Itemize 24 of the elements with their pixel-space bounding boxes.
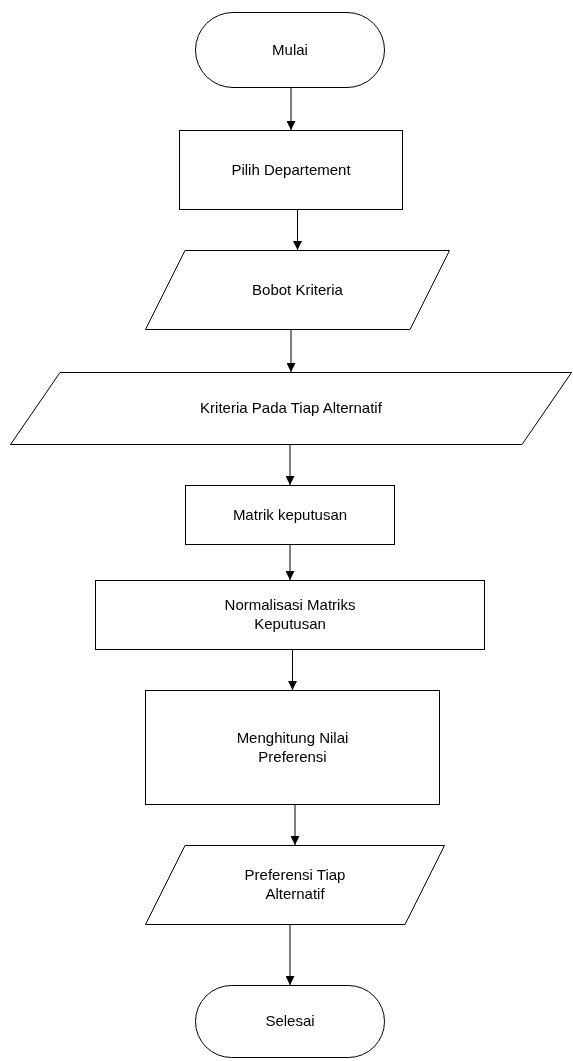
node-label: Pilih Departement [231,160,351,180]
node-label: Selesai [265,1012,315,1031]
node-label: Kriteria Pada Tiap Alternatif [200,399,382,418]
input-output-parallelogram [145,845,445,925]
arrow [285,544,295,581]
arrow [288,649,297,691]
input-output-parallelogram [145,250,450,330]
node-label: Preferensi Tiap Alternatif [243,866,347,904]
process-box [145,690,440,805]
node-label: Matrik keputusan [232,505,348,525]
process-box [185,485,395,545]
process-box [179,130,403,210]
node-label: Menghitung Nilai Preferensi [235,728,350,767]
input-output-parallelogram [10,372,572,445]
process-box [95,580,485,650]
arrow [293,209,302,251]
node-label: Bobot Kriteria [252,280,343,300]
arrow [285,924,295,986]
arrow [286,87,296,131]
arrow [290,804,300,846]
arrow [286,329,296,373]
node-label: Normalisasi Matriks Keputusan [223,596,357,634]
arrow [285,444,295,486]
node-label: Mulai [272,40,308,60]
